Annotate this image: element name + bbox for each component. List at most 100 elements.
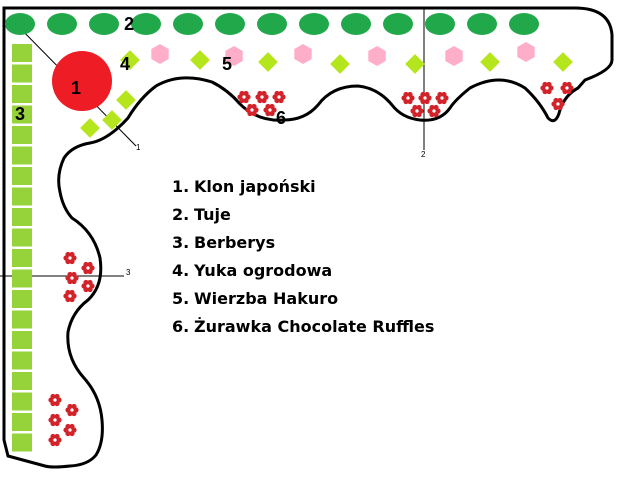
tuja-shrub (89, 13, 119, 35)
zurawka-petal (243, 90, 249, 97)
berberys-shrub (12, 105, 32, 124)
wierzba-shrub (368, 46, 386, 66)
marker-klon: 1 (71, 78, 81, 98)
zurawka-petal (54, 400, 60, 407)
zurawka-petal (83, 261, 89, 268)
tuja-shrub (173, 13, 203, 35)
legend-item: 6.Żurawka Chocolate Ruffles (172, 313, 434, 341)
wierzba-shrub (151, 44, 169, 64)
zurawka-petal (557, 104, 563, 111)
zurawka-flower (63, 251, 77, 265)
zurawka-petal (65, 423, 71, 430)
zurawka-petal (269, 110, 275, 117)
tuja-shrub (509, 13, 539, 35)
legend-item: 4.Yuka ogrodowa (172, 257, 434, 285)
berberys-shrub (12, 269, 32, 288)
zurawka-petal (557, 97, 563, 104)
berberys-shrub (12, 290, 32, 308)
zurawka-center (415, 109, 419, 113)
legend-number: 6. (172, 317, 190, 336)
zurawka-flower (418, 91, 432, 105)
zurawka-flower (245, 103, 259, 117)
zurawka-petal (553, 97, 559, 104)
zurawka-petal (69, 251, 75, 258)
zurawka-center (242, 95, 246, 99)
zurawka-flower (65, 271, 79, 285)
berberys-shrub (12, 310, 32, 329)
zurawka-petal (69, 289, 75, 296)
zurawka-petal (50, 413, 56, 420)
wierzba-shrub (445, 46, 463, 66)
zurawka-petal (251, 110, 257, 117)
zurawka-petal (54, 433, 60, 440)
zurawka-flower (551, 97, 565, 111)
zurawka-petal (566, 81, 572, 88)
marker-yuka: 4 (120, 54, 130, 74)
zurawka-center (53, 398, 57, 402)
legend-number: 2. (172, 205, 190, 224)
zurawka-petal (265, 103, 271, 110)
zurawka-petal (278, 97, 284, 104)
legend-item: 5.Wierzba Hakuro (172, 285, 434, 313)
zurawka-center (53, 418, 57, 422)
tuja-shrub (467, 13, 497, 35)
zurawka-petal (403, 91, 409, 98)
legend-number: 1. (172, 177, 190, 196)
zurawka-flower (540, 81, 554, 95)
wierzba-shrub (294, 44, 312, 64)
zurawka-flower (48, 413, 62, 427)
zurawka-petal (87, 279, 93, 286)
zurawka-petal (243, 97, 249, 104)
zurawka-flower (435, 91, 449, 105)
zurawka-petal (542, 81, 548, 88)
zurawka-center (250, 108, 254, 112)
zurawka-petal (54, 420, 60, 427)
zurawka-petal (441, 91, 447, 98)
yuka-plant (258, 52, 278, 72)
legend-item: 3.Berberys (172, 229, 434, 257)
zurawka-petal (424, 98, 430, 105)
zurawka-petal (71, 403, 77, 410)
zurawka-petal (87, 286, 93, 293)
zurawka-petal (71, 278, 77, 285)
zurawka-flower (401, 91, 415, 105)
marker-berberys: 3 (15, 104, 25, 124)
zurawka-center (432, 109, 436, 113)
zurawka-petal (420, 91, 426, 98)
zurawka-petal (87, 261, 93, 268)
zurawka-flower (427, 104, 441, 118)
zurawka-petal (546, 88, 552, 95)
berberys-shrub (12, 228, 32, 247)
zurawka-petal (54, 413, 60, 420)
tuja-shrub (257, 13, 287, 35)
tuja-shrub (5, 13, 35, 35)
zurawka-petal (424, 91, 430, 98)
section-label-3: 3 (126, 268, 131, 277)
zurawka-petal (251, 103, 257, 110)
zurawka-flower (81, 279, 95, 293)
zurawka-petal (261, 97, 267, 104)
marker-wierzba: 5 (222, 54, 232, 74)
zurawka-center (70, 276, 74, 280)
zurawka-petal (274, 90, 280, 97)
zurawka-flower (560, 81, 574, 95)
zurawka-flower (272, 90, 286, 104)
zurawka-petal (433, 104, 439, 111)
tuja-shrub (383, 13, 413, 35)
zurawka-petal (247, 103, 253, 110)
zurawka-petal (50, 393, 56, 400)
zurawka-center (545, 86, 549, 90)
plant-legend: 1.Klon japoński 2.Tuje 3.Berberys 4.Yuka… (172, 173, 434, 341)
zurawka-petal (429, 104, 435, 111)
yuka-group (80, 50, 573, 138)
section-label-1: 1 (136, 143, 141, 152)
zurawka-petal (278, 90, 284, 97)
tuja-shrub (131, 13, 161, 35)
berberys-shrub (12, 433, 32, 452)
berberys-shrub (12, 249, 32, 267)
zurawka-petal (416, 111, 422, 118)
berberys-shrub (12, 351, 32, 370)
berberys-shrub (12, 331, 32, 349)
tuja-shrub (47, 13, 77, 35)
